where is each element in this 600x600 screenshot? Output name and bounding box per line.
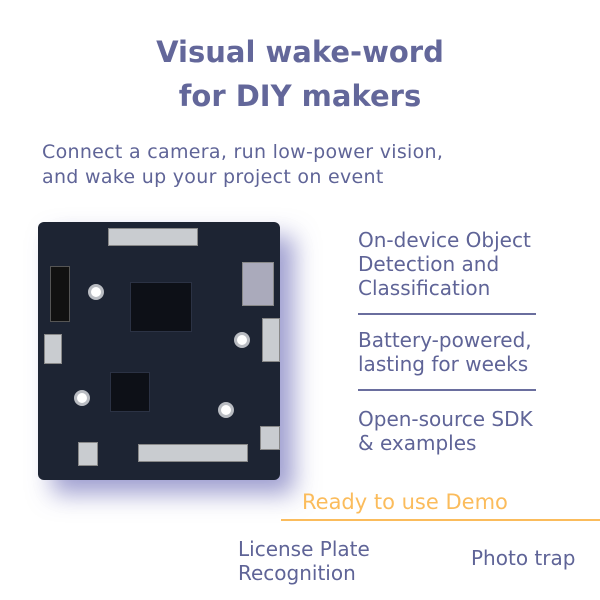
feature-text: Detection and [358, 252, 500, 276]
button [78, 442, 98, 466]
feature-battery: Battery-powered, lasting for weeks [358, 328, 532, 376]
feature-object-detection: On-device Object Detection and Classific… [358, 228, 531, 300]
divider [358, 313, 536, 315]
feature-sdk: Open-source SDK & examples [358, 407, 533, 455]
processor-chip [130, 282, 192, 332]
feature-text: Open-source SDK [358, 407, 533, 431]
pin-header [50, 266, 70, 322]
camera-connector [108, 228, 198, 246]
side-connector [44, 334, 62, 364]
secondary-chip [110, 372, 150, 412]
feature-text: & examples [358, 431, 477, 455]
bottom-connector [138, 444, 248, 462]
demo-text: License Plate [238, 537, 370, 561]
mount-hole [218, 402, 234, 418]
demo-text: Photo trap [471, 546, 576, 570]
feature-text: On-device Object [358, 228, 531, 252]
demo-text: Recognition [238, 561, 356, 585]
mount-hole [74, 390, 90, 406]
button [260, 426, 280, 450]
demo-license-plate: License Plate Recognition [238, 537, 370, 585]
demo-divider [281, 519, 600, 521]
feature-text: Battery-powered, [358, 328, 532, 352]
subtitle: Connect a camera, run low-power vision, … [42, 140, 443, 190]
title-line-1: Visual wake-word [156, 35, 444, 69]
divider [358, 389, 536, 391]
demo-photo-trap: Photo trap [471, 546, 575, 570]
usb-c-port [262, 318, 280, 362]
feature-text: lasting for weeks [358, 352, 529, 376]
sd-slot [242, 262, 274, 306]
demo-heading: Ready to use Demo [302, 490, 508, 514]
subtitle-line-2: and wake up your project on event [42, 166, 384, 188]
mount-hole [88, 284, 104, 300]
page-title: Visual wake-word for DIY makers [0, 30, 600, 118]
title-line-2: for DIY makers [178, 79, 422, 113]
feature-text: Classification [358, 276, 491, 300]
subtitle-line-1: Connect a camera, run low-power vision, [42, 141, 444, 163]
mount-hole [234, 332, 250, 348]
pcb-board-image [38, 222, 280, 480]
